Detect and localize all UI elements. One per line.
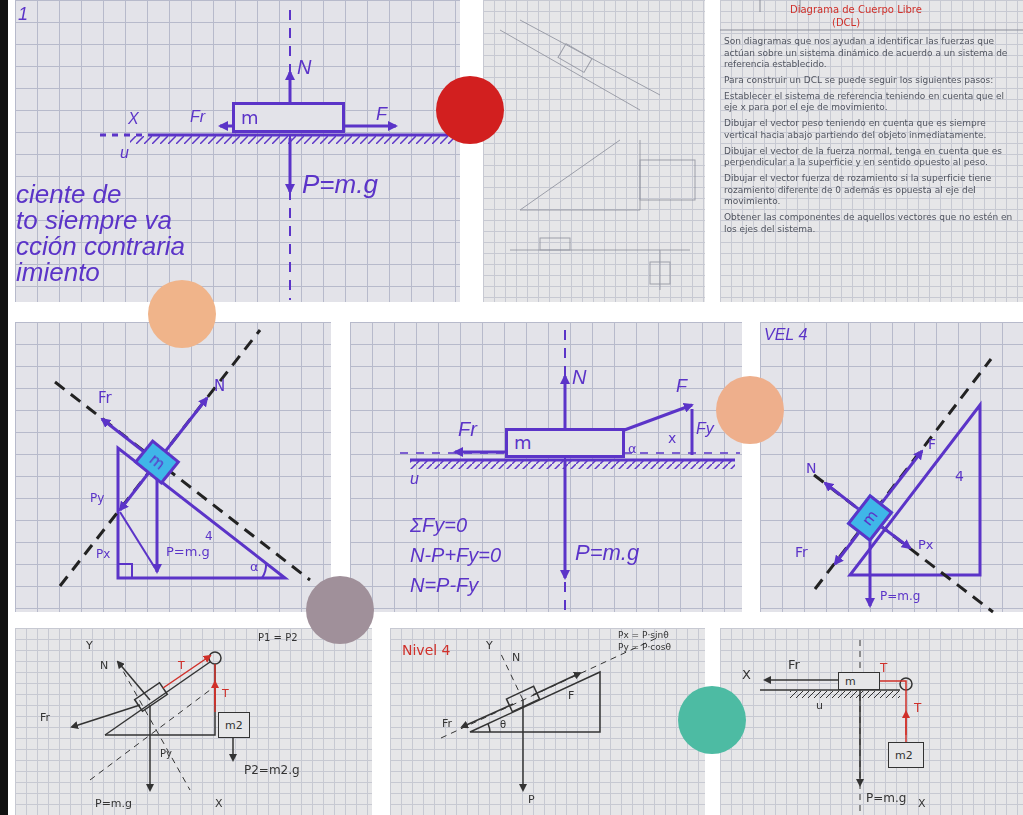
note-text: Para construir un DCL se puede seguir lo…: [724, 75, 1019, 87]
mass-label: m2: [225, 720, 243, 731]
photo-panel: [720, 628, 1023, 815]
left-bar: [0, 0, 8, 815]
mass-block: m2: [218, 712, 250, 738]
force-label: α: [250, 560, 259, 575]
force-label: VEL 4: [764, 326, 807, 344]
force-label: X: [742, 668, 751, 683]
force-label: N=P-Fy: [410, 574, 478, 597]
note-text: Son diagramas que nos ayudan a identific…: [724, 36, 1019, 71]
force-label: X: [215, 798, 223, 811]
force-label: Fr: [98, 390, 112, 407]
note-text: Dibujar el vector de la fuerza normal, t…: [724, 146, 1019, 169]
force-label: F: [568, 690, 574, 703]
mass-label: m: [241, 109, 259, 127]
mass-label: m: [860, 508, 881, 529]
force-label: Fr: [788, 658, 800, 673]
force-label: F: [928, 436, 936, 452]
force-label: T: [178, 660, 185, 673]
force-label: (DCL): [832, 17, 860, 29]
force-label: Py: [160, 748, 172, 760]
force-label: Nivel 4: [402, 642, 451, 658]
force-label: Py: [90, 492, 104, 506]
force-label: Y: [86, 640, 93, 653]
force-label: Y: [486, 640, 493, 653]
force-label: P=m.g: [575, 540, 639, 565]
mass-block: m: [838, 672, 880, 690]
force-label: 4: [205, 530, 213, 544]
force-label: X: [128, 110, 139, 128]
force-label: Diagrama de Cuerpo Libre: [790, 4, 922, 16]
force-label: Fy: [696, 420, 714, 438]
mass-block: m: [232, 102, 345, 133]
force-label: Fr: [190, 108, 205, 126]
force-label: N: [214, 378, 225, 395]
photo-panel: [483, 0, 705, 302]
mass-label: m2: [895, 750, 913, 761]
note-text: Dibujar el vector fuerza de rozamiento s…: [724, 173, 1019, 208]
force-label: P1 = P2: [258, 632, 298, 644]
force-label: N: [100, 660, 108, 673]
force-label: Px: [918, 538, 934, 553]
force-label: P=m.g: [880, 590, 920, 604]
force-label: α: [628, 442, 637, 455]
force-label: Py = P·cosθ: [618, 642, 671, 652]
force-label: P: [528, 794, 535, 807]
force-label: Fr: [795, 544, 808, 560]
force-label: X: [918, 798, 926, 811]
note-text: Obtener las componentes de aquellos vect…: [724, 212, 1019, 235]
photo-panel: [760, 322, 1023, 612]
note-text: Dibujar el vector peso teniendo en cuent…: [724, 118, 1019, 141]
mass-block: m: [134, 439, 181, 485]
force-label: u: [816, 700, 823, 713]
mass-label: m: [514, 434, 532, 452]
force-label: P=m.g: [302, 170, 378, 200]
force-label: F: [376, 104, 387, 125]
force-label: 4: [955, 468, 964, 484]
force-label: N: [512, 652, 520, 665]
force-label: Px: [96, 548, 110, 562]
force-label: Px = P·sinθ: [618, 630, 669, 640]
force-label: θ: [500, 720, 506, 730]
photo-panel: [15, 628, 372, 815]
mass-block: m2: [888, 742, 924, 768]
force-label: N: [806, 460, 816, 476]
force-label: u: [410, 470, 419, 488]
rope-line: [880, 681, 906, 742]
force-label: T: [914, 702, 921, 716]
force-label: P2=m2.g: [244, 764, 300, 778]
note-text: Establecer el sistema de referencia teni…: [724, 91, 1019, 114]
mass-label: m: [845, 676, 856, 687]
mass-block: m: [505, 428, 625, 458]
force-label: 1: [18, 4, 28, 25]
force-label: Fr: [458, 418, 477, 441]
force-label: u: [120, 144, 129, 162]
force-label: F: [676, 376, 687, 397]
force-label: ΣFy=0: [410, 514, 467, 537]
force-label: T: [222, 688, 229, 701]
force-label: imiento: [16, 258, 100, 288]
force-label: T: [880, 662, 887, 676]
force-label: Fr: [442, 718, 452, 731]
force-label: Fr: [40, 712, 50, 725]
force-label: N: [572, 366, 586, 389]
mass-block: m: [846, 494, 893, 542]
mass-label: m: [147, 452, 168, 473]
force-label: P=m.g: [95, 798, 132, 811]
force-label: N: [297, 56, 311, 79]
force-label: x: [668, 430, 676, 446]
force-label: P=m.g: [166, 545, 210, 560]
force-label: P=m.g: [866, 792, 906, 806]
force-label: N-P+Fy=0: [410, 544, 501, 567]
